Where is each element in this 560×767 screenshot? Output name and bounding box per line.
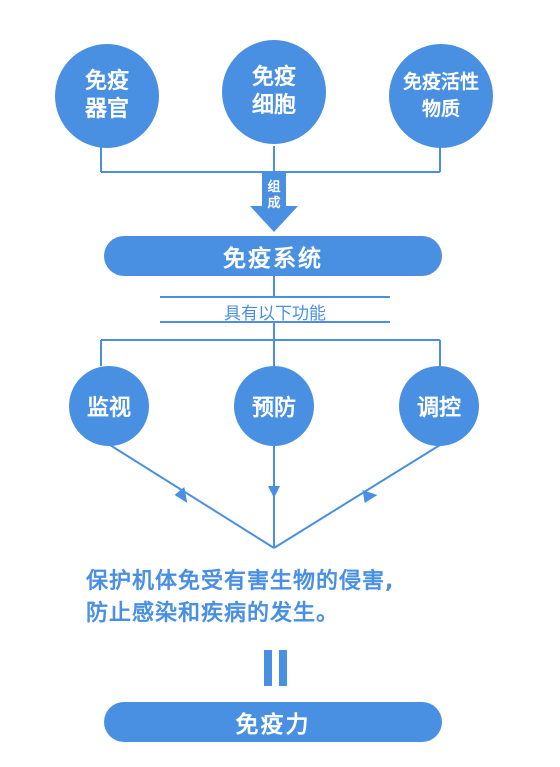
node-label-line1: 免疫活性 [402, 71, 479, 93]
node-monitor: 监视 [69, 366, 149, 446]
compose-label-line1: 组 [267, 180, 281, 195]
conclusion-line1: 保护机体免受有害生物的侵害, [86, 569, 395, 594]
node-label: 调控 [416, 396, 461, 421]
node-label-line2: 物质 [421, 98, 460, 120]
node-prevent: 预防 [234, 366, 314, 446]
compose-arrow [250, 172, 298, 232]
arrowhead-left [174, 486, 188, 503]
node-immune-cell: 免疫细胞 [222, 40, 326, 144]
immune-system-label: 免疫系统 [223, 246, 323, 272]
arrowhead-center [268, 486, 280, 498]
conclusion-line2: 防止感染和疾病的发生。 [86, 601, 340, 626]
node-immune-organ: 免疫器官 [55, 44, 159, 148]
equals-symbol [260, 650, 290, 690]
function-label: 具有以下功能 [224, 304, 326, 324]
compose-label: 组 成 [262, 180, 286, 212]
node-label: 监视 [86, 396, 131, 421]
node-immune-active-substance: 免疫活性物质 [389, 44, 493, 148]
immunity-label: 免疫力 [235, 712, 311, 738]
node-label-line1: 免疫 [251, 65, 296, 90]
node-label: 预防 [251, 396, 296, 421]
node-regulate: 调控 [399, 366, 479, 446]
node-label-line2: 细胞 [251, 93, 296, 118]
conclusion-text: 保护机体免受有害生物的侵害, 防止感染和疾病的发生。 [86, 566, 506, 630]
node-label-line2: 器官 [84, 97, 129, 122]
arrowhead-right [362, 490, 378, 503]
immunity-box: 免疫力 [104, 702, 442, 742]
node-label-line1: 免疫 [84, 69, 129, 94]
compose-label-line2: 成 [267, 196, 281, 211]
immune-system-box: 免疫系统 [104, 236, 442, 276]
